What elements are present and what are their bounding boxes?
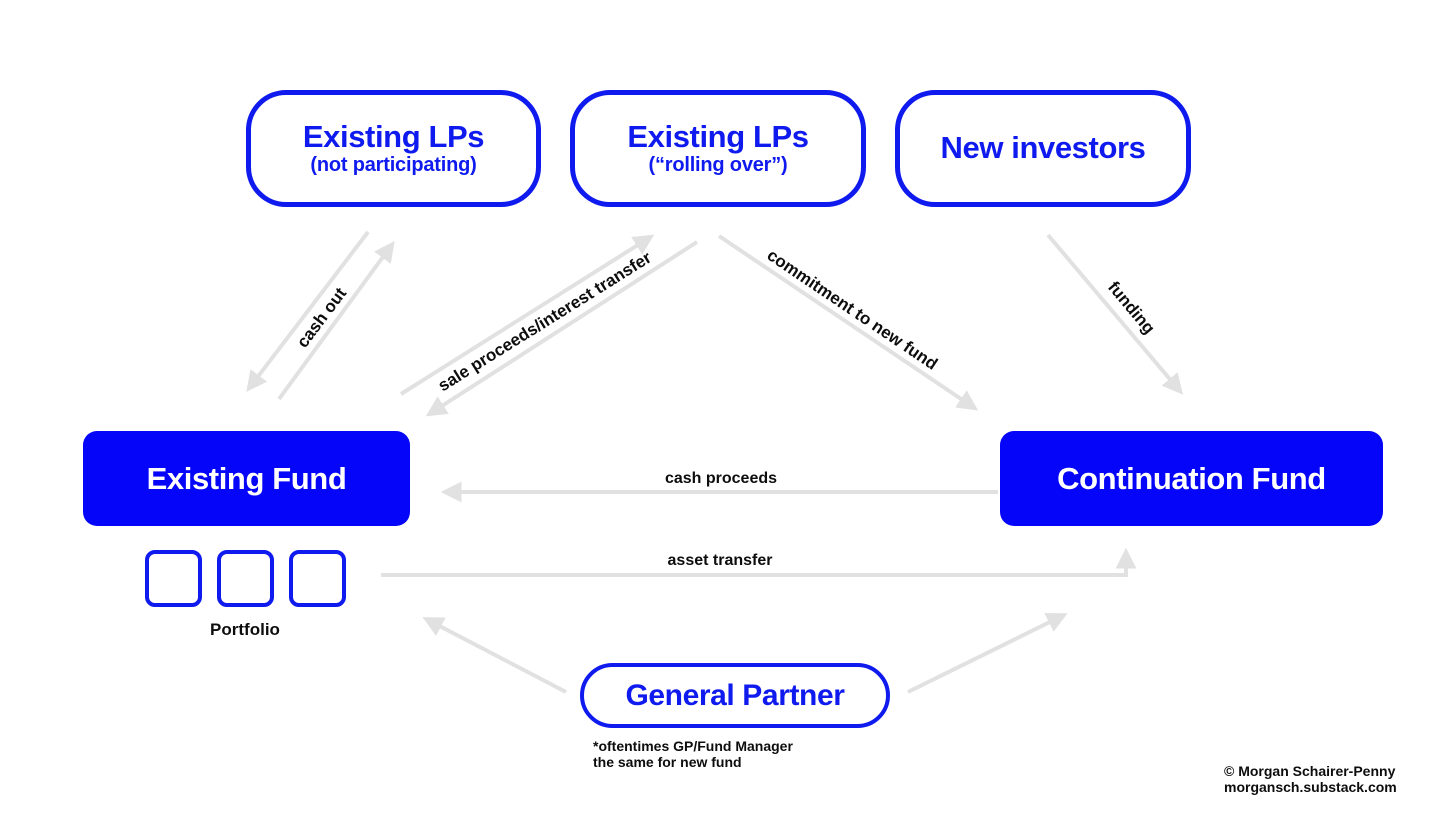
edge-label-sale-proceeds-interest-transfer: sale proceeds/interest transfer [434, 247, 655, 396]
arrow-cash-out-to-lps [277, 240, 395, 401]
portfolio-asset-square [145, 550, 202, 607]
arrow-commitment-to-continuation-fund [717, 234, 979, 411]
gp-footnote-line1: *oftentimes GP/Fund Manager [593, 738, 793, 754]
arrow-sale-proceeds-to-lps [399, 234, 655, 396]
gp-footnote: *oftentimes GP/Fund Manager the same for… [593, 738, 793, 770]
node-existing-lps-rolling-over: Existing LPs (“rolling over”) [570, 90, 866, 207]
credit: © Morgan Schairer-Penny morgansch.substa… [1224, 763, 1397, 795]
portfolio-label: Portfolio [210, 620, 280, 639]
node-title: Existing LPs [302, 118, 485, 154]
node-title: Existing LPs [627, 118, 809, 154]
edge-label-commitment-to-new-fund: commitment to new fund [763, 245, 941, 374]
node-existing-lps-not-participating: Existing LPs (not participating) [246, 90, 541, 207]
node-continuation-fund: Continuation Fund [1000, 431, 1383, 526]
node-title: New investors [940, 130, 1146, 166]
arrow-interest-transfer-to-existing-fund [425, 240, 699, 417]
node-new-investors: New investors [895, 90, 1191, 207]
node-general-partner: General Partner [580, 663, 890, 728]
node-existing-fund: Existing Fund [83, 431, 410, 526]
edge-label-cash-out: cash out [292, 284, 351, 352]
arrow-funding-to-continuation-fund [1046, 233, 1184, 395]
portfolio-asset-square [217, 550, 274, 607]
edge-label-asset-transfer: asset transfer [667, 552, 773, 569]
node-title: Existing Fund [146, 460, 347, 496]
portfolio-asset-square [289, 550, 346, 607]
gp-footnote-line2: the same for new fund [593, 754, 742, 770]
arrow-gp-to-continuation-fund [907, 613, 1068, 694]
node-title: General Partner [625, 678, 845, 712]
credit-author: © Morgan Schairer-Penny [1224, 763, 1396, 779]
credit-url: morgansch.substack.com [1224, 779, 1397, 795]
node-subtitle: (not participating) [310, 154, 477, 177]
arrow-gp-to-existing-fund [422, 617, 567, 694]
node-title: Continuation Fund [1057, 460, 1326, 496]
arrow-cash-out-to-existing-fund [246, 230, 370, 392]
node-subtitle: (“rolling over”) [648, 154, 788, 177]
edge-label-cash-proceeds: cash proceeds [664, 470, 778, 487]
edge-label-funding: funding [1104, 277, 1159, 338]
